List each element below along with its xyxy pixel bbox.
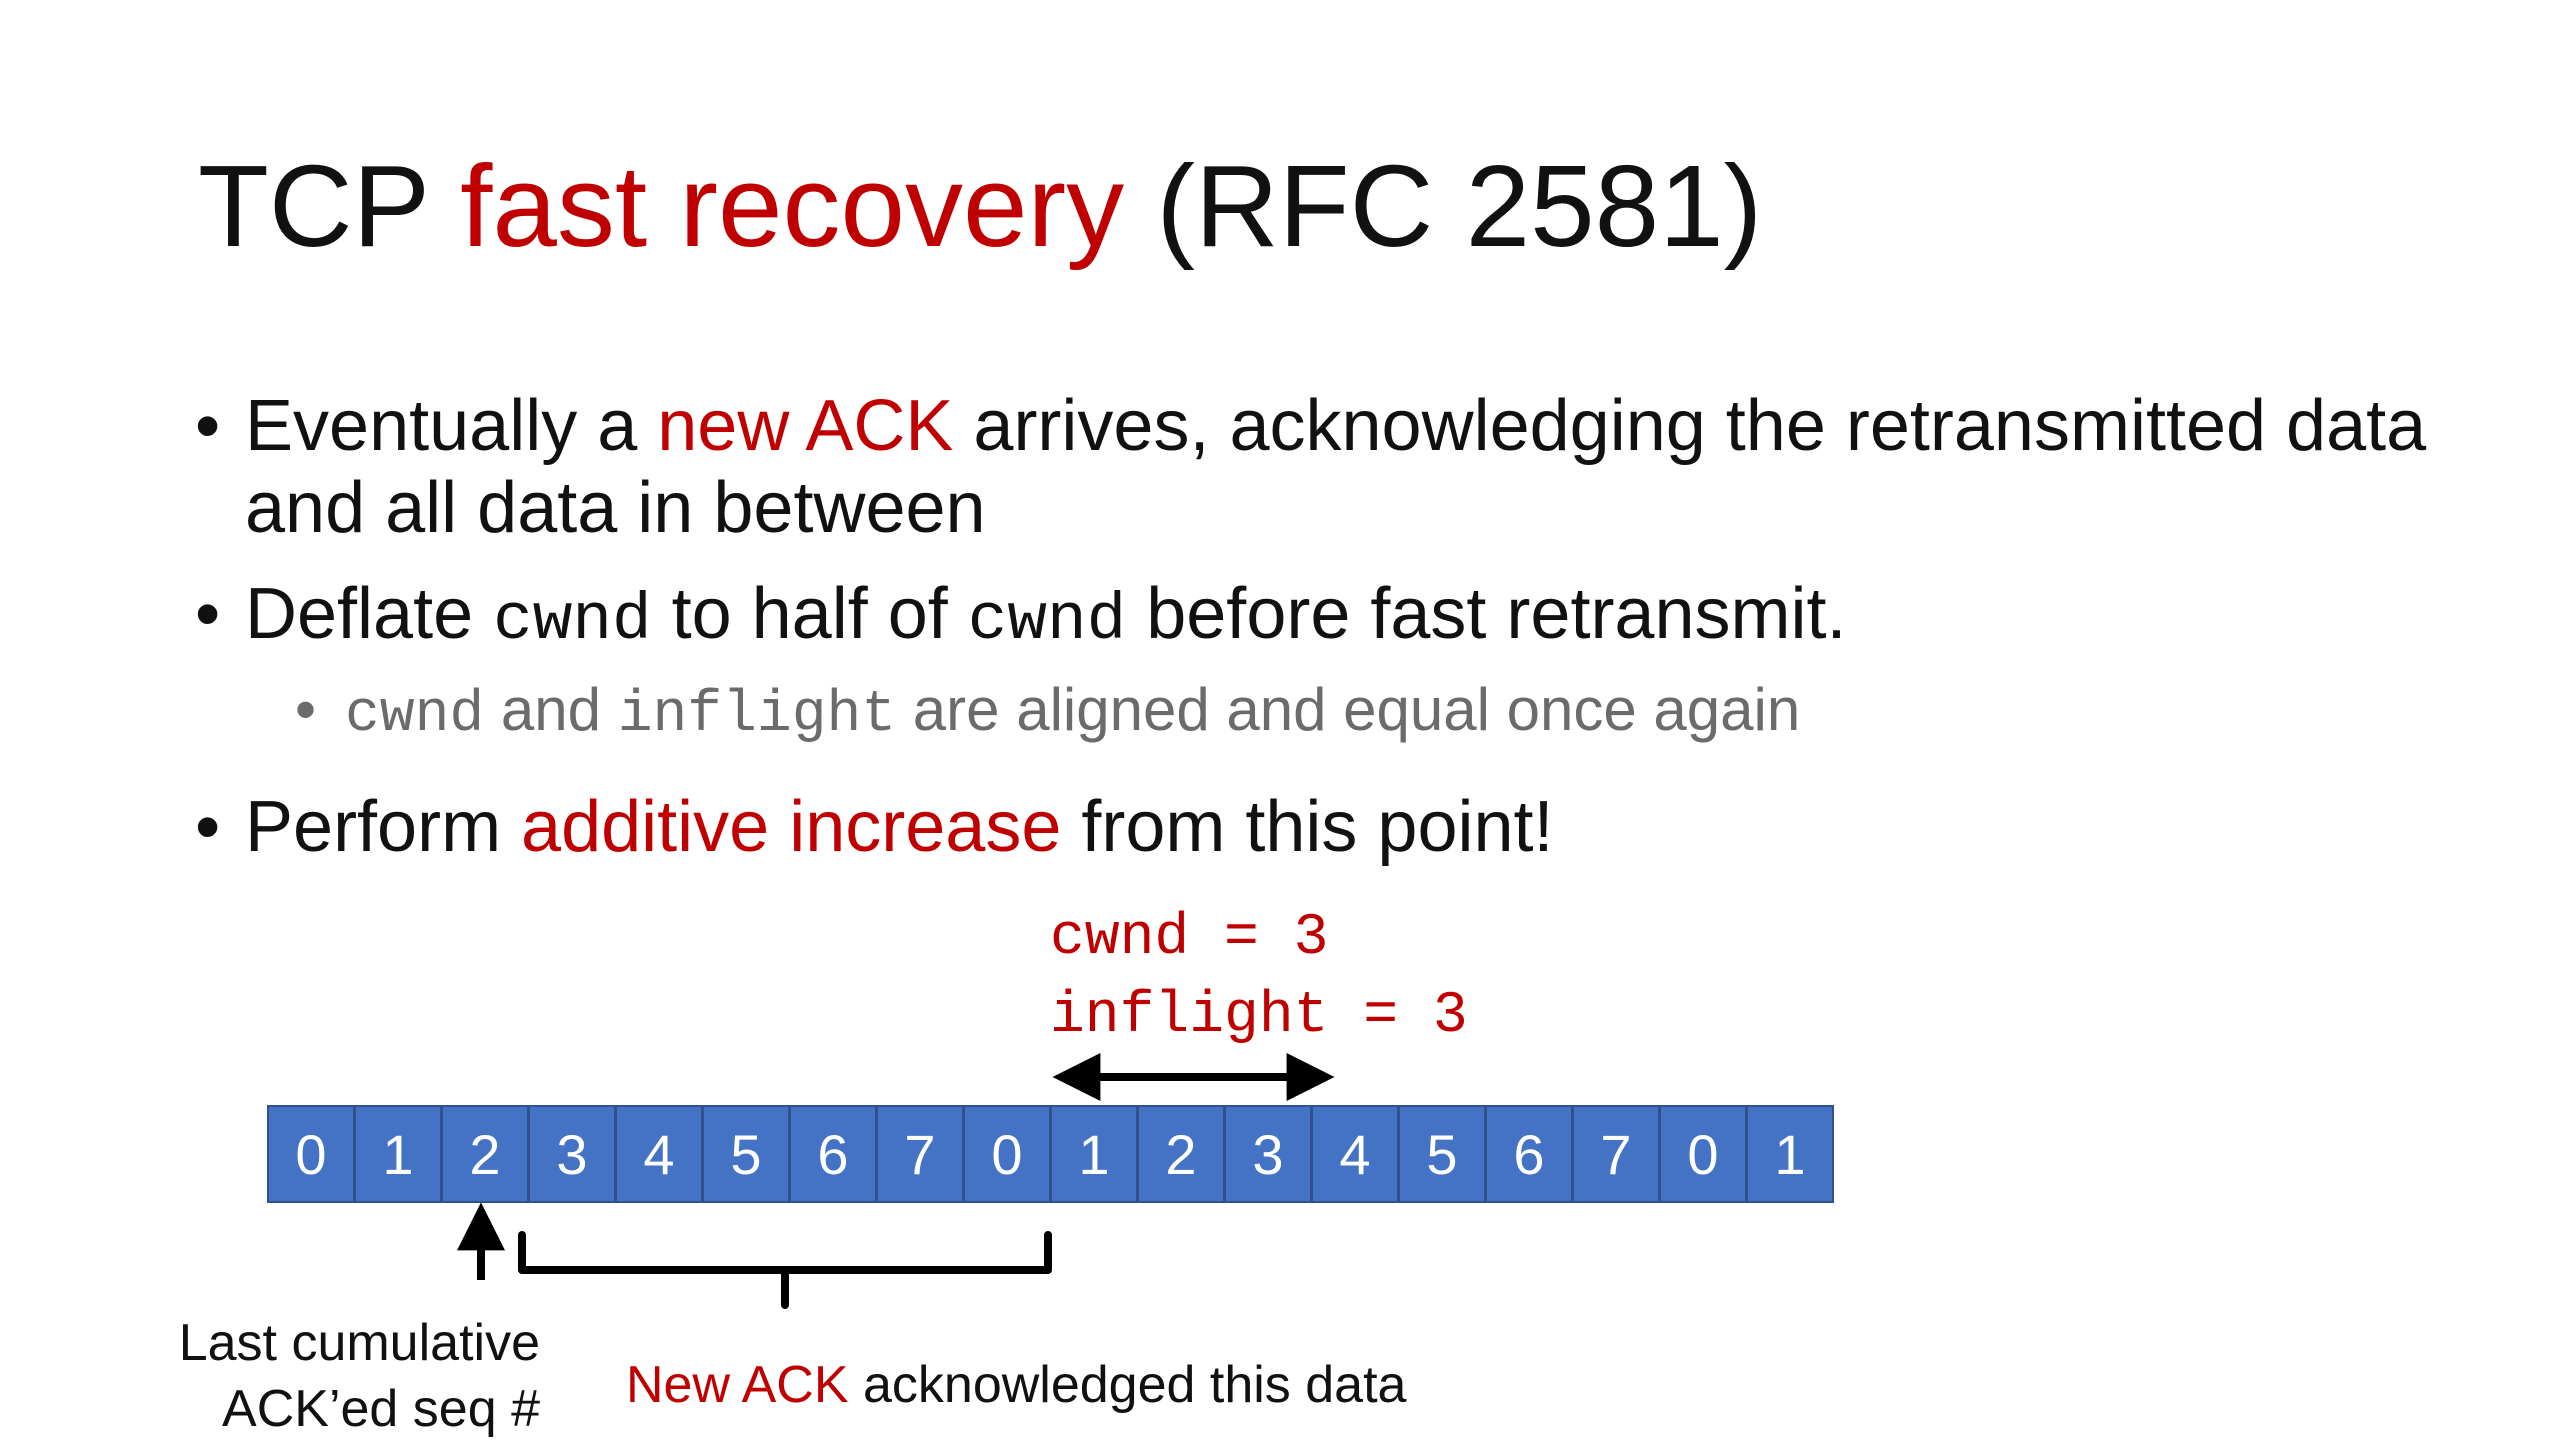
bullet-3-highlight: additive increase [521,787,1062,867]
sequence-cell: 1 [1050,1105,1138,1203]
last-ack-label: Last cumulative ACK’ed seq # [178,1314,540,1438]
sequence-cell: 1 [1746,1105,1834,1203]
bullet-2-mid: to half of [651,574,968,654]
bullet-new-ack: • Eventually a new ACK arrives, acknowle… [195,385,2475,549]
new-ack-data-label: New ACK acknowledged this data [626,1352,1406,1418]
sub-bullet-code-1: cwnd [345,683,485,748]
sequence-cell: 2 [441,1105,529,1203]
sequence-cell: 7 [1572,1105,1660,1203]
new-ack-post: acknowledged this data [848,1356,1407,1414]
title-part-1: TCP [198,141,461,271]
bullet-1-highlight: new ACK [657,386,954,466]
sequence-cell: 1 [354,1105,442,1203]
new-ack-highlight: New ACK [626,1356,849,1414]
inflight-line: inflight = 3 [1050,984,1468,1049]
title-highlight: fast recovery [460,141,1125,271]
bullet-2-post: before fast retransmit. [1126,574,1847,654]
sequence-cell: 6 [1485,1105,1573,1203]
bullet-2-pre: Deflate [245,574,494,654]
cwnd-inflight-label: cwnd = 3 inflight = 3 [1050,900,1468,1056]
bullet-dot: • [195,386,221,466]
sub-bullet-dot: • [295,676,317,743]
title-part-2: (RFC 2581) [1124,141,1763,271]
bullet-dot: • [195,787,221,867]
cwnd-line: cwnd = 3 [1050,906,1329,971]
sub-bullet-post: are aligned and equal once again [896,676,1801,743]
bullet-2-code-2: cwnd [967,583,1127,658]
sequence-cell: 4 [615,1105,703,1203]
sequence-cell: 3 [1224,1105,1312,1203]
slide-title: TCP fast recovery (RFC 2581) [198,140,1762,273]
sequence-cell: 4 [1311,1105,1399,1203]
sequence-cell: 0 [963,1105,1051,1203]
bullet-2-code-1: cwnd [493,583,652,658]
bullet-deflate-cwnd: • Deflate cwnd to half of cwnd before fa… [195,573,2475,662]
sub-bullet-aligned: • cwnd and inflight are aligned and equa… [195,672,2475,754]
bullet-additive-increase: • Perform additive increase from this po… [195,786,2475,868]
acknowledged-data-brace [518,1231,1052,1309]
sequence-cell: 5 [1398,1105,1486,1203]
bullet-1-post: arrives, acknowledging the retransmitted… [245,386,2427,548]
sub-bullet-code-2: inflight [617,683,897,748]
bullet-3-pre: Perform [245,787,522,867]
sequence-cell: 2 [1137,1105,1225,1203]
sequence-cell: 6 [789,1105,877,1203]
bullet-dot: • [195,574,221,654]
sequence-cell: 0 [267,1105,355,1203]
bullet-3-post: from this point! [1061,787,1554,867]
sub-bullet-mid: and [484,676,618,743]
sequence-cell: 0 [1659,1105,1747,1203]
sequence-cell: 7 [876,1105,964,1203]
sequence-cell: 5 [702,1105,790,1203]
bullet-1-pre: Eventually a [245,386,658,466]
sequence-cell: 3 [528,1105,616,1203]
bullet-list: • Eventually a new ACK arrives, acknowle… [195,385,2475,868]
